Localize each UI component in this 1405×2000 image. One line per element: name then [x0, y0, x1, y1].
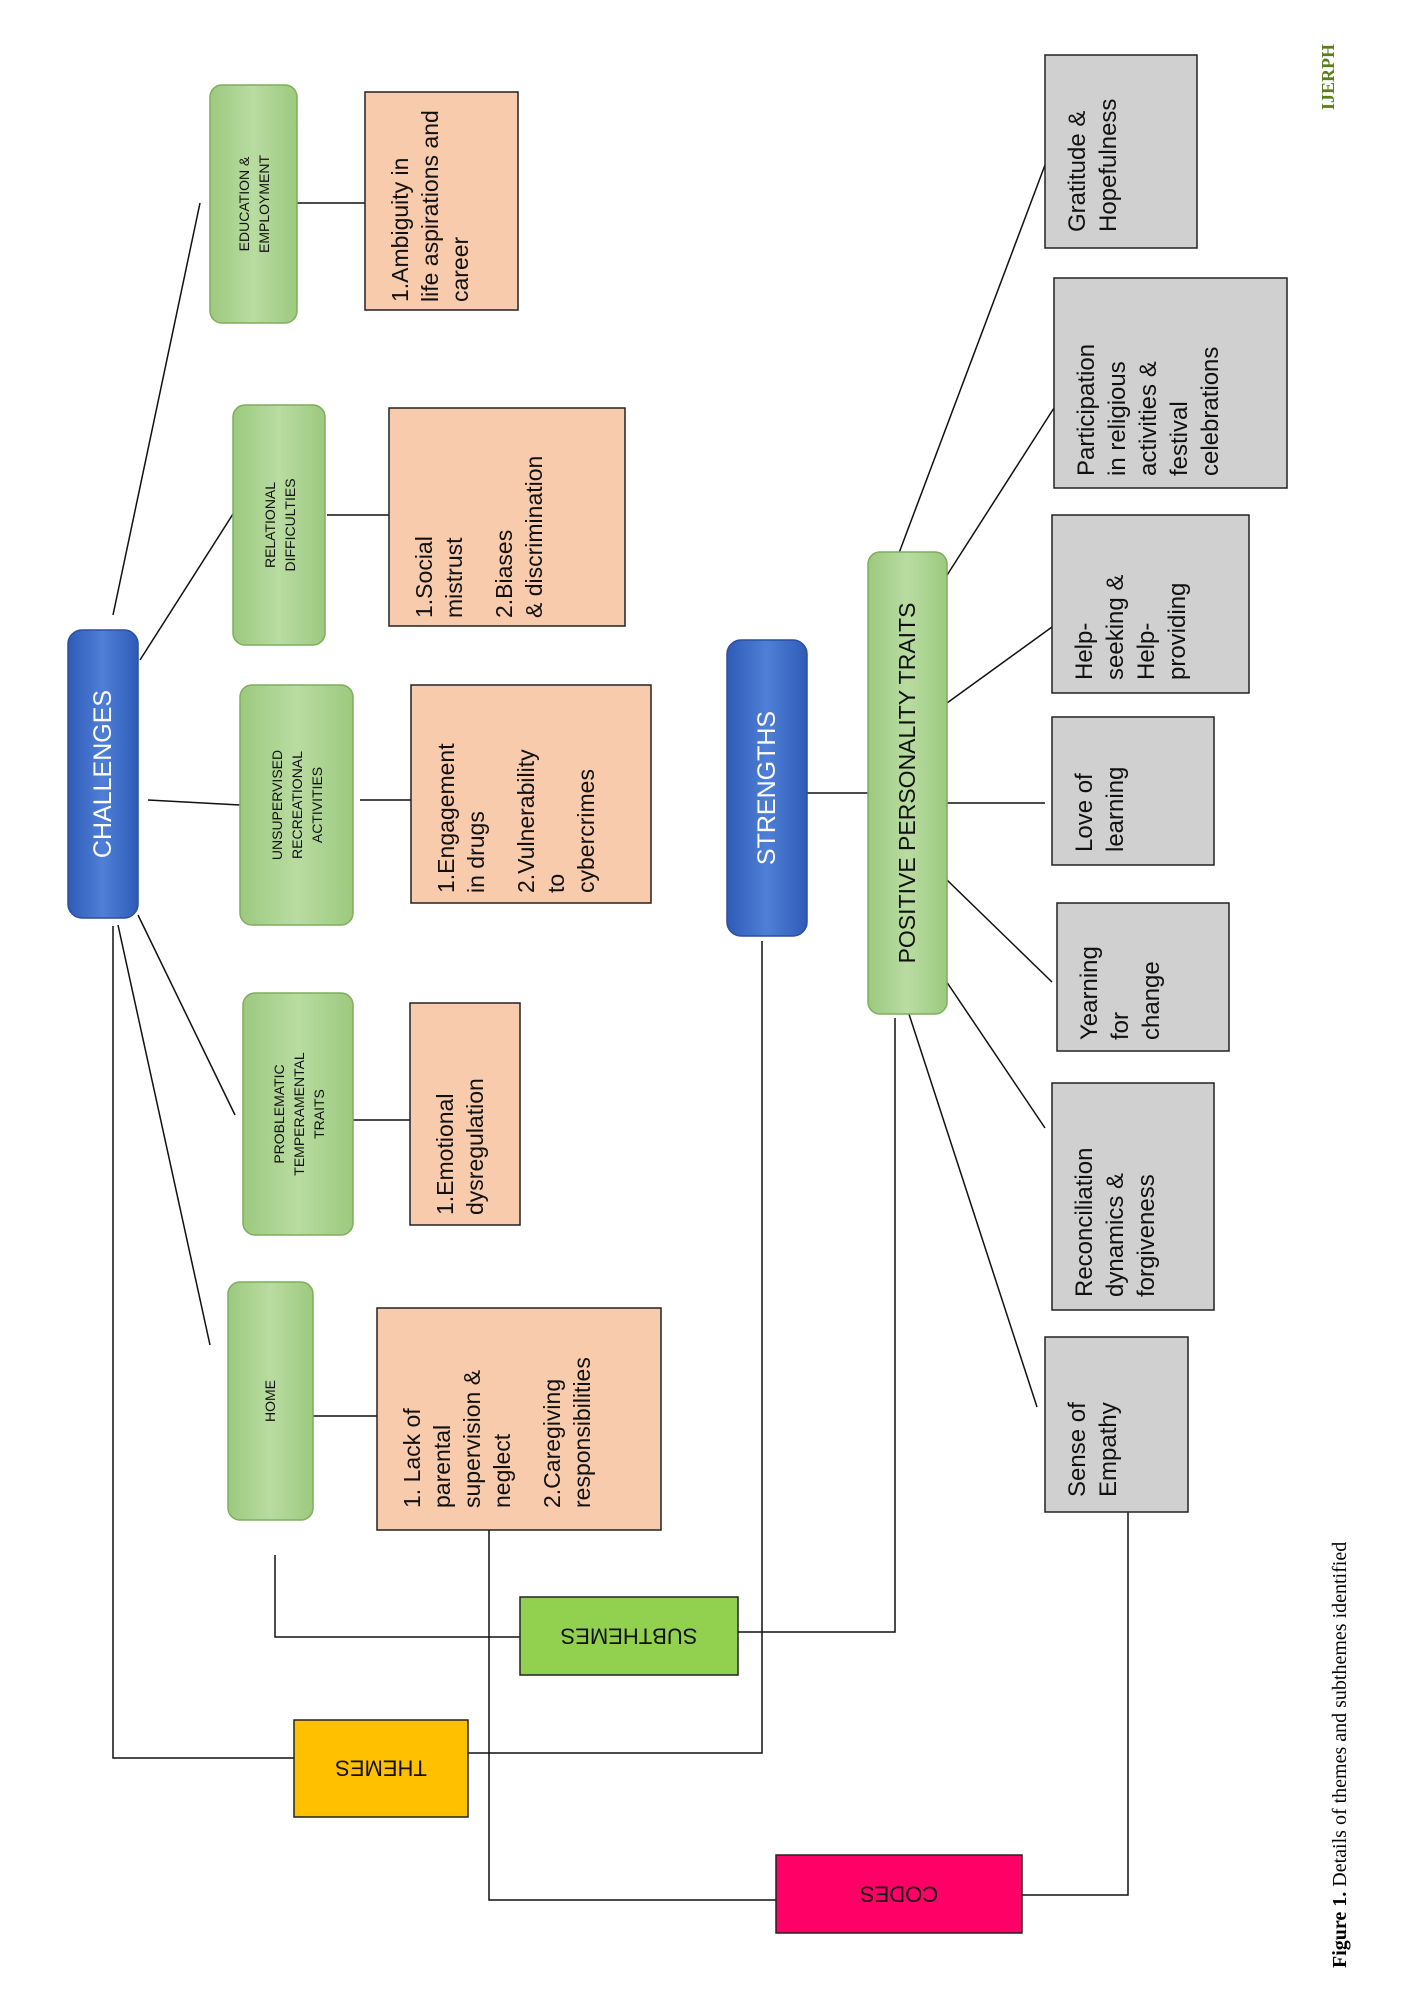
- code-text: Help-seeking &Help-providing: [1071, 575, 1191, 680]
- caption-text: Details of themes and subthemes identifi…: [1329, 1542, 1351, 1887]
- subtheme-education-employment: EDUCATION &EMPLOYMENT: [209, 84, 298, 324]
- strengths-theme-label: STRENGTHS: [753, 711, 781, 865]
- codes-legend-box: CODES: [775, 1854, 1023, 1934]
- subtheme-home: HOME: [227, 1281, 314, 1521]
- positive-traits-label: POSITIVE PERSONALITY TRAITS: [894, 603, 920, 964]
- subtheme-positive-personality-traits: POSITIVE PERSONALITY TRAITS: [867, 551, 948, 1015]
- strengths-theme-box: STRENGTHS: [726, 639, 808, 937]
- themes-legend-box: THEMES: [293, 1719, 469, 1818]
- subtheme-label: EDUCATION &EMPLOYMENT: [236, 155, 272, 253]
- strength-code-help-seeking: Help-seeking &Help-providing: [1051, 514, 1250, 694]
- codes-legend-label: CODES: [860, 1882, 938, 1907]
- subthemes-legend-box: SUBTHEMES: [519, 1596, 739, 1676]
- strength-code-gratitude: Gratitude &Hopefulness: [1044, 54, 1198, 249]
- subthemes-legend-label: SUBTHEMES: [561, 1624, 698, 1649]
- journal-logo-text: IJERPH: [1318, 44, 1338, 110]
- connector-lines: [112, 164, 1129, 1901]
- journal-logo: IJERPH: [1318, 44, 1338, 110]
- challenges-theme-label: CHALLENGES: [89, 690, 117, 858]
- figure-caption: Figure 1. Details of themes and subtheme…: [1329, 1542, 1351, 1968]
- subtheme-label: HOME: [262, 1380, 278, 1422]
- svg-text:Figure 1. Details of the: Figure 1. Details of themes and subtheme…: [1329, 1542, 1351, 1968]
- caption-label: Figure 1.: [1329, 1892, 1351, 1968]
- challenges-theme-box: CHALLENGES: [67, 629, 139, 919]
- themes-legend-label: THEMES: [335, 1756, 427, 1781]
- code-text: Gratitude &Hopefulness: [1064, 99, 1122, 232]
